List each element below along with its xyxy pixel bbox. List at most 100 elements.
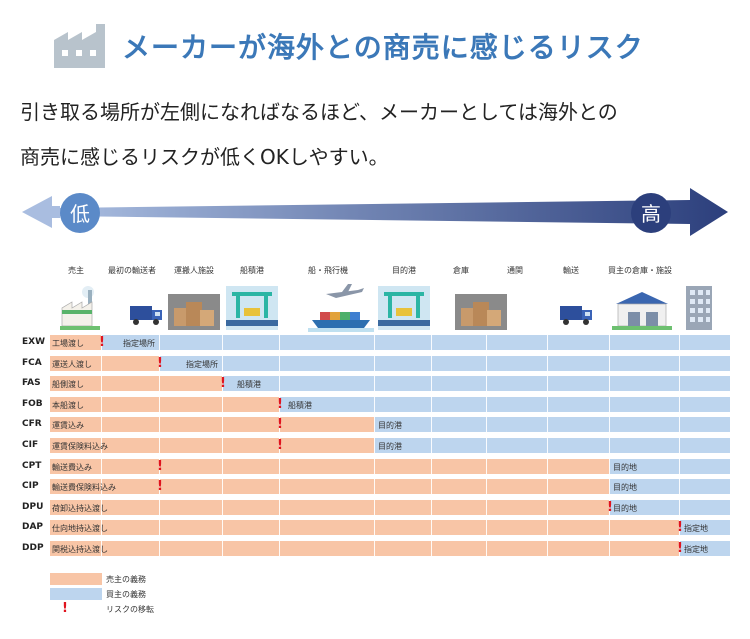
stage-divider — [679, 355, 680, 371]
description-line-1: 引き取る場所が左側になればなるほど、メーカーとしては海外との — [20, 100, 618, 124]
incoterm-code: FCA — [22, 357, 42, 368]
stage-divider — [101, 396, 102, 412]
incoterm-code: DAP — [22, 522, 44, 533]
risk-transfer-icon: ! — [157, 479, 163, 495]
delivery-point-label: 指定場所 — [186, 359, 218, 369]
stage-divider — [279, 355, 280, 371]
seller-obligation-bar — [50, 376, 222, 392]
seller-obligation-bar — [50, 541, 679, 556]
buyer-obligation-bar — [679, 541, 730, 556]
stage-divider — [431, 541, 432, 556]
legend-buyer-label: 買主の義務 — [106, 590, 146, 599]
stage-divider — [679, 438, 680, 453]
seller-obligation-bar — [50, 396, 279, 412]
stage-divider — [547, 520, 548, 536]
incoterm-name: 運賃込み — [52, 421, 84, 431]
stage-divider — [159, 376, 160, 392]
stage-divider — [374, 417, 375, 433]
stage-divider — [547, 376, 548, 392]
buyer-obligation-bar — [374, 417, 730, 433]
risk-transfer-icon: ! — [677, 541, 683, 556]
stage-divider — [159, 396, 160, 412]
stage-divider — [431, 417, 432, 433]
stage-label: 船積港 — [240, 266, 264, 275]
stage-divider — [609, 438, 610, 453]
seller-obligation-bar — [50, 479, 609, 495]
stage-divider — [547, 479, 548, 495]
incoterm-name: 荷卸込持込渡し — [52, 503, 108, 513]
stage-divider — [222, 335, 223, 350]
destination-port-icon — [378, 286, 430, 330]
incoterm-code: CIF — [22, 440, 39, 450]
stage-divider — [486, 499, 487, 515]
office-building-icon — [686, 286, 712, 330]
buyer-obligation-bar — [222, 376, 730, 392]
stage-divider — [374, 335, 375, 350]
stage-divider — [547, 499, 548, 515]
legend-seller-label: 売主の義務 — [106, 575, 146, 584]
incoterm-code: CFR — [22, 419, 42, 430]
stage-label: 買主の倉庫・施設 — [608, 266, 672, 275]
stage-divider — [547, 417, 548, 433]
stage-divider — [547, 458, 548, 474]
seller-obligation-bar — [50, 355, 159, 371]
stage-divider — [431, 499, 432, 515]
incoterm-code: CIP — [22, 481, 39, 492]
seller-obligation-bar — [50, 417, 374, 433]
stage-divider — [486, 479, 487, 495]
stage-divider — [101, 479, 102, 495]
stage-divider — [609, 396, 610, 412]
stage-divider — [679, 335, 680, 350]
stage-divider — [374, 499, 375, 515]
stage-divider — [374, 458, 375, 474]
delivery-point-label: 指定地 — [684, 545, 708, 554]
incoterm-name: 仕向地持込渡し — [52, 524, 108, 534]
stage-divider — [547, 438, 548, 453]
high-risk-badge — [631, 193, 671, 233]
stage-divider — [609, 458, 610, 474]
low-risk-label: 低 — [70, 202, 90, 226]
stage-divider — [159, 541, 160, 556]
stage-divider — [101, 417, 102, 433]
incoterm-code: FOB — [22, 398, 43, 409]
buyer-obligation-bar — [101, 335, 730, 350]
incoterm-name: 関税込持込渡し — [52, 545, 108, 554]
legend-seller-swatch — [50, 573, 102, 585]
stage-divider — [486, 335, 487, 350]
delivery-point-label: 船積港 — [288, 400, 312, 410]
stage-divider — [374, 438, 375, 453]
stage-divider — [547, 541, 548, 556]
stage-divider — [159, 355, 160, 371]
buyer-obligation-bar — [159, 355, 730, 371]
incoterm-code: DPU — [22, 501, 44, 512]
high-risk-label: 高 — [641, 202, 661, 226]
legend-risk-icon: ! — [62, 601, 68, 616]
incoterm-code: CPT — [22, 460, 42, 471]
stage-divider — [101, 499, 102, 515]
stage-divider — [431, 458, 432, 474]
risk-transfer-icon: ! — [157, 458, 163, 474]
stage-divider — [374, 541, 375, 556]
delivery-truck-icon — [560, 306, 592, 325]
risk-transfer-icon: ! — [277, 438, 283, 453]
seller-obligation-bar — [50, 499, 609, 515]
delivery-point-label: 指定地 — [684, 524, 708, 534]
stage-divider — [679, 541, 680, 556]
stage-divider — [486, 396, 487, 412]
stage-divider — [222, 417, 223, 433]
stage-divider — [374, 376, 375, 392]
stage-divider — [609, 376, 610, 392]
delivery-point-label: 目的港 — [378, 421, 402, 431]
stage-divider — [279, 335, 280, 350]
stage-divider — [222, 479, 223, 495]
stage-divider — [609, 355, 610, 371]
stage-label: 通関 — [507, 266, 523, 275]
stage-divider — [486, 376, 487, 392]
stage-divider — [159, 499, 160, 515]
stage-divider — [159, 458, 160, 474]
buyer-obligation-bar — [679, 520, 730, 536]
stage-divider — [279, 541, 280, 556]
stage-divider — [101, 376, 102, 392]
incoterm-name: 輸送費込み — [52, 462, 92, 472]
stage-divider — [279, 499, 280, 515]
